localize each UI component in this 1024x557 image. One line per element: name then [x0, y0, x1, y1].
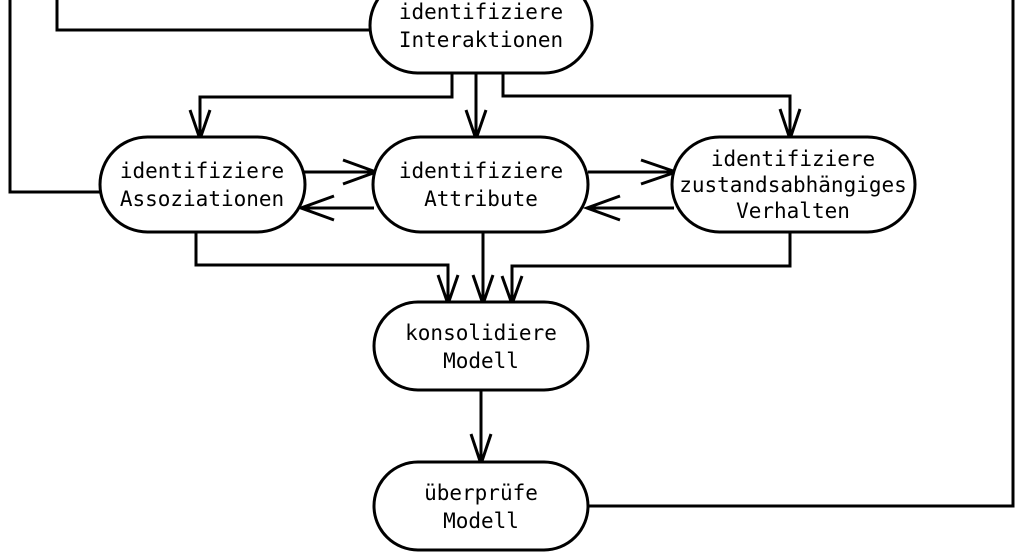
edge-attribute-to-konsolidiere	[471, 232, 495, 309]
node-identifiziere-attribute[interactable]: identifiziere Attribute	[371, 135, 590, 234]
node-assoziationen-label-line-2: Assoziationen	[120, 187, 284, 211]
node-verhalten-label-line-1: identifiziere	[711, 147, 875, 171]
verhalten-to-attribute-arrowhead	[582, 194, 621, 222]
node-identifiziere-zustandsabhaengiges-verhalten[interactable]: identifiziere zustandsabhängiges Verhalt…	[670, 135, 917, 234]
node-konsolidiere-label-line-1: konsolidiere	[405, 321, 557, 345]
edge-assoziationen-to-konsolidiere	[194, 232, 460, 309]
node-konsolidiere-label-line-2: Modell	[443, 349, 519, 373]
feedback-right-line	[586, 0, 1015, 508]
node-interaktionen-shape[interactable]	[368, 0, 594, 75]
node-attribute-label-line-2: Attribute	[424, 187, 538, 211]
node-ueberpruefe-label-line-2: Modell	[443, 509, 519, 533]
node-identifiziere-assoziationen[interactable]: identifiziere Assoziationen	[98, 135, 307, 234]
edge-feedback-right	[586, 0, 1015, 508]
node-assoziationen-label-line-1: identifiziere	[120, 159, 284, 183]
node-ueberpruefe-label-line-1: überprüfe	[424, 481, 538, 505]
attribute-to-assoziationen-arrowhead	[296, 194, 335, 222]
edge-assoziationen-to-attribute	[300, 158, 381, 186]
edge-attribute-to-assoziationen	[296, 194, 374, 222]
node-assoziationen-shape[interactable]	[98, 135, 307, 234]
edge-feedback-inner-left	[55, 0, 372, 32]
edge-konsolidiere-to-ueberpruefe	[469, 390, 493, 469]
edge-verhalten-to-konsolidiere	[500, 232, 792, 309]
node-verhalten-label-line-3: Verhalten	[736, 199, 850, 223]
edge-interaktionen-to-attribute	[464, 73, 488, 144]
interaktionen-to-assoziationen-line	[198, 73, 454, 137]
node-verhalten-label-line-2: zustandsabhängiges	[679, 173, 907, 197]
node-interaktionen-label-line-2: Interaktionen	[399, 28, 563, 52]
interaktionen-to-verhalten-line	[501, 73, 792, 137]
node-ueberpruefe-shape[interactable]	[372, 460, 590, 552]
node-ueberpruefe-modell[interactable]: überprüfe Modell	[372, 460, 590, 552]
assoziationen-to-konsolidiere-line	[194, 232, 450, 302]
node-verhalten-shape[interactable]	[670, 135, 917, 234]
edge-interaktionen-to-assoziationen	[188, 73, 454, 144]
node-konsolidiere-shape[interactable]	[372, 300, 590, 392]
edge-interaktionen-to-verhalten	[501, 73, 802, 144]
verhalten-to-konsolidiere-line	[510, 232, 792, 302]
node-attribute-label-line-1: identifiziere	[399, 159, 563, 183]
node-konsolidiere-modell[interactable]: konsolidiere Modell	[372, 300, 590, 392]
feedback-inner-left-line	[55, 0, 372, 32]
node-interaktionen-label-line-1: identifiziere	[399, 0, 563, 24]
node-attribute-shape[interactable]	[371, 135, 590, 234]
edge-verhalten-to-attribute	[582, 194, 674, 222]
edge-attribute-to-verhalten	[588, 158, 681, 186]
node-identifiziere-interaktionen[interactable]: identifiziere Interaktionen	[368, 0, 594, 75]
